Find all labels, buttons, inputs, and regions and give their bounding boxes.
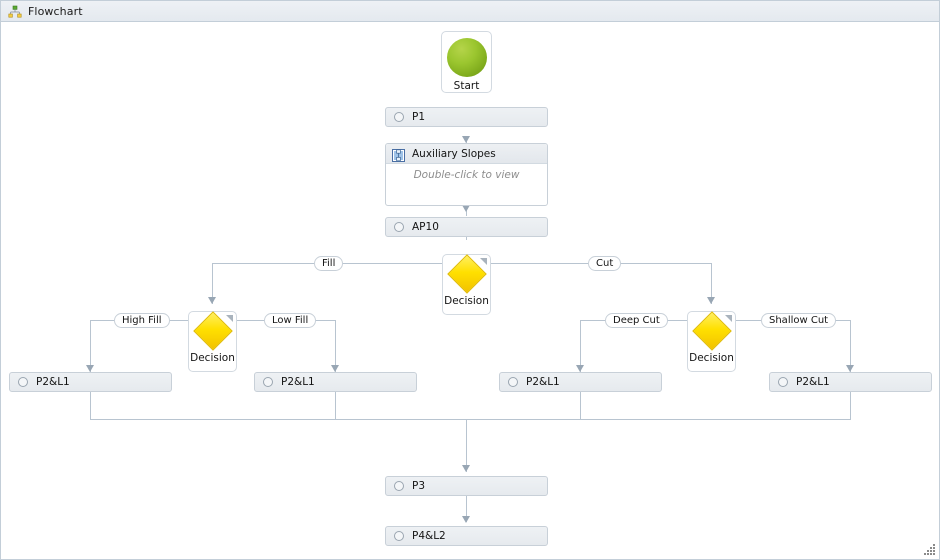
org-chart-icon [8, 4, 22, 18]
connector-fill-down [212, 263, 213, 304]
connector-cut-down [711, 263, 712, 304]
node-decision-main[interactable]: Decision [442, 254, 491, 315]
connector-merge-bus [90, 419, 851, 420]
node-ap10-label: AP10 [412, 221, 439, 233]
node-ap10[interactable]: AP10 [385, 217, 548, 237]
node-p2l1-c-label: P2&L1 [526, 376, 560, 388]
edge-label-high-fill[interactable]: High Fill [114, 313, 170, 328]
connector-shallowcut-down [850, 320, 851, 372]
edge-label-deep-cut[interactable]: Deep Cut [605, 313, 668, 328]
node-p2l1-b[interactable]: P2&L1 [254, 372, 417, 392]
circle-bullet-icon [18, 377, 28, 387]
arrowhead-decision-cut [707, 297, 715, 304]
node-p2l1-d-label: P2&L1 [796, 376, 830, 388]
connector-merge-b [335, 392, 336, 419]
node-p2l1-d[interactable]: P2&L1 [769, 372, 932, 392]
node-p3-label: P3 [412, 480, 426, 492]
node-decision-fill[interactable]: Decision [188, 311, 237, 372]
node-p2l1-b-label: P2&L1 [281, 376, 315, 388]
node-p1-label: P1 [412, 111, 426, 123]
node-start[interactable]: Start [441, 31, 492, 93]
arrowhead-p2l1-c [576, 365, 584, 372]
connector-merge-a [90, 392, 91, 419]
arrowhead-p4l2 [462, 516, 470, 523]
resize-corner-icon [480, 258, 487, 265]
window-title: Flowchart [28, 4, 83, 18]
edge-label-low-fill[interactable]: Low Fill [264, 313, 317, 328]
subflow-header: Auxiliary Slopes [386, 144, 547, 164]
connector-lowfill-down [335, 320, 336, 372]
node-p1[interactable]: P1 [385, 107, 548, 127]
connector-p3-to-p4l2 [466, 496, 467, 522]
circle-bullet-icon [263, 377, 273, 387]
node-decision-cut[interactable]: Decision [687, 311, 736, 372]
circle-bullet-icon [394, 531, 404, 541]
arrowhead-p2l1-a [86, 365, 94, 372]
circle-bullet-icon [394, 222, 404, 232]
node-auxiliary-slopes[interactable]: Auxiliary Slopes Double-click to view [385, 143, 548, 206]
arrowhead-p2l1-d [846, 365, 854, 372]
node-p4l2[interactable]: P4&L2 [385, 526, 548, 546]
subflow-title: Auxiliary Slopes [412, 147, 496, 160]
subflow-hint: Double-click to view [413, 169, 520, 181]
edge-label-shallow-cut[interactable]: Shallow Cut [761, 313, 837, 328]
window-title-bar: Flowchart [1, 1, 939, 22]
node-decision-cut-label: Decision [689, 352, 734, 364]
node-decision-fill-label: Decision [190, 352, 235, 364]
node-start-label: Start [453, 80, 480, 92]
circle-bullet-icon [778, 377, 788, 387]
subflow-body[interactable]: Double-click to view [386, 164, 547, 186]
connector-merge-c [580, 392, 581, 419]
node-p2l1-c[interactable]: P2&L1 [499, 372, 662, 392]
connector-deepcut-down [580, 320, 581, 372]
circle-bullet-icon [394, 112, 404, 122]
node-p2l1-a-label: P2&L1 [36, 376, 70, 388]
subflow-icon [392, 147, 405, 162]
arrowhead-p3 [462, 465, 470, 472]
arrowhead-p2l1-b [331, 365, 339, 372]
edge-label-fill[interactable]: Fill [314, 256, 344, 271]
node-p3[interactable]: P3 [385, 476, 548, 496]
connector-merge-to-p3 [466, 419, 467, 472]
resize-corner-icon [226, 315, 233, 322]
flowchart-canvas[interactable]: Start P1 Auxiliary Slopes [1, 22, 939, 559]
circle-bullet-icon [508, 377, 518, 387]
arrowhead-decision-fill [208, 297, 216, 304]
circle-bullet-icon [394, 481, 404, 491]
node-p2l1-a[interactable]: P2&L1 [9, 372, 172, 392]
connector-merge-d [850, 392, 851, 419]
connector-highfill-down [90, 320, 91, 372]
resize-corner-icon [725, 315, 732, 322]
resize-grip[interactable] [924, 544, 936, 556]
arrowhead-ap10 [462, 205, 470, 212]
arrowhead-subflow [462, 136, 470, 143]
node-p4l2-label: P4&L2 [412, 530, 446, 542]
node-decision-main-label: Decision [444, 295, 489, 307]
edge-label-cut[interactable]: Cut [588, 256, 622, 271]
start-circle-icon [446, 38, 487, 77]
